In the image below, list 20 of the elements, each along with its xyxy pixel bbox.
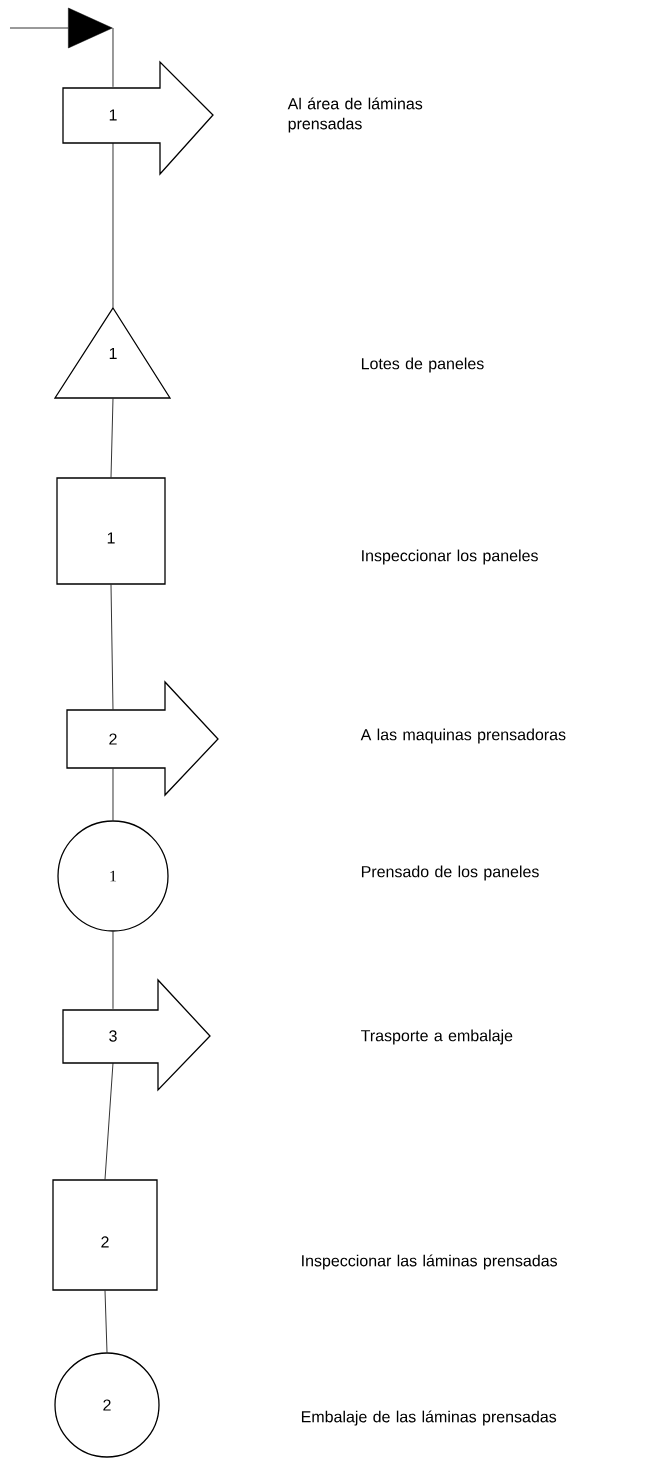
connector-line <box>112 27 114 88</box>
step-description: Al área de láminas prensadas <box>287 97 423 133</box>
step-description: Embalaje de las láminas prensadas <box>301 1410 557 1426</box>
step-description: Lotes de paneles <box>361 357 484 373</box>
connector-line <box>112 931 114 1010</box>
step-description: A las maquinas prensadoras <box>360 728 566 744</box>
step-description: Inspeccionar las láminas prensadas <box>302 1254 558 1270</box>
connector-line <box>112 768 114 821</box>
connector-line <box>104 1290 108 1353</box>
connector-line <box>112 142 114 308</box>
step-description: Inspeccionar los paneles <box>362 549 538 565</box>
step-description: Prensado de los paneles <box>361 865 539 881</box>
connector-line <box>110 398 114 478</box>
start-triangle <box>68 7 113 49</box>
connector-line <box>9 27 69 29</box>
connector-line <box>104 1062 114 1180</box>
step-description: Trasporte a embalaje <box>361 1029 513 1045</box>
connector-line <box>110 584 114 710</box>
inspection-square: 2 <box>52 1179 158 1291</box>
inspection-square: 1 <box>56 477 166 585</box>
